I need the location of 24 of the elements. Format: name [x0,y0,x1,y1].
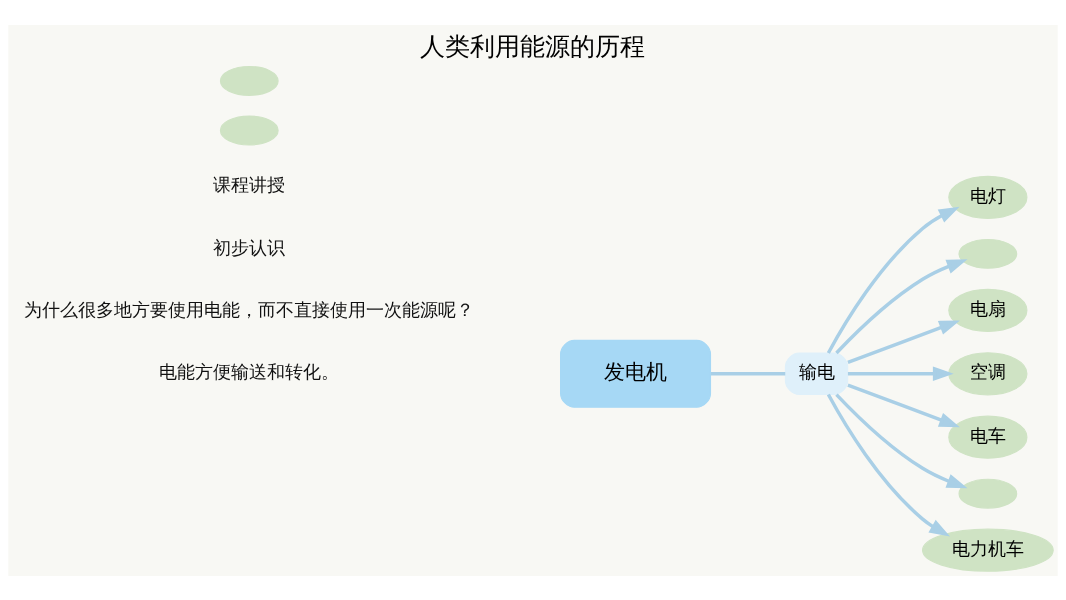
node-ellipse: 电灯 [948,175,1028,219]
node-ellipse [958,478,1018,509]
node-box: 发电机 [560,339,712,408]
arrow [826,206,960,354]
node-ellipse [219,115,279,145]
arrow [835,392,968,488]
diagram-title: 人类利用能源的历程 [420,30,646,61]
label: 电能方便输送和转化。 [159,360,340,382]
arrow [826,393,951,537]
node-box: 输电 [784,351,849,395]
arrow [835,258,968,354]
node-ellipse [958,238,1018,269]
node-ellipse: 电车 [948,415,1028,459]
connector [710,371,786,376]
label: 为什么很多地方要使用电能，而不直接使用一次能源呢？ [24,298,475,320]
node-ellipse [219,65,279,96]
arrow [847,383,960,427]
node-ellipse: 电扇 [948,288,1028,332]
label: 课程讲授 [213,173,286,195]
label: 初步认识 [213,236,286,258]
arrow [847,366,954,381]
arrow [847,319,960,364]
node-ellipse: 空调 [948,351,1028,395]
node-ellipse: 电力机车 [922,528,1054,572]
